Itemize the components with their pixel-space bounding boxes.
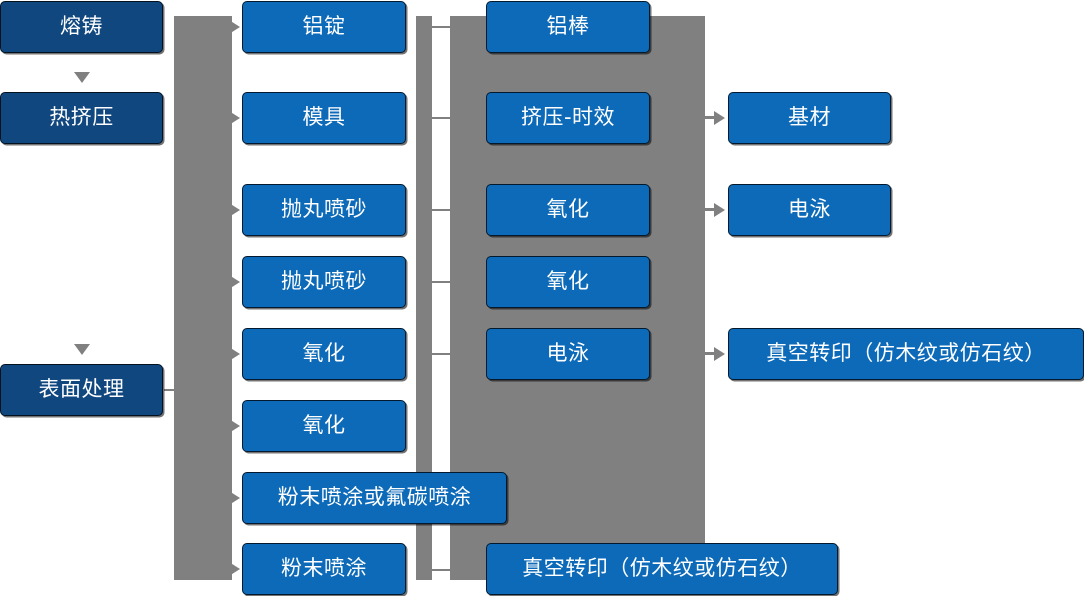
node-oxidation-col2-1[interactable]: 氧化 <box>242 328 406 380</box>
arrow-right-icon-to-substrate <box>714 111 725 125</box>
node-powder-or-fluorocarbon-coating[interactable]: 粉末喷涂或氟碳喷涂 <box>242 472 507 524</box>
arrow-right-icon-to-oxidation-col2-2 <box>229 419 240 433</box>
arrow-down-icon-extrusion-to-surface <box>74 344 90 355</box>
node-aluminum-bar[interactable]: 铝棒 <box>486 1 650 53</box>
connector-link-materials-4 <box>428 281 454 283</box>
arrow-right-icon-to-vacuum-transfer-output <box>714 347 725 361</box>
node-label: 真空转印（仿木纹或仿石纹） <box>522 556 802 581</box>
connector-link-materials-1 <box>428 26 454 28</box>
node-label: 电泳 <box>546 341 590 366</box>
connector-link-materials-5 <box>428 353 454 355</box>
connector-link-materials-3 <box>428 209 454 211</box>
node-surface-treatment[interactable]: 表面处理 <box>0 364 163 416</box>
node-label: 抛丸喷砂 <box>281 197 367 222</box>
node-label: 铝棒 <box>546 14 590 39</box>
node-shot-blasting-2[interactable]: 抛丸喷砂 <box>242 256 406 308</box>
node-vacuum-transfer-output[interactable]: 真空转印（仿木纹或仿石纹） <box>728 328 1084 380</box>
arrow-right-icon-to-oxidation-col2-1 <box>229 347 240 361</box>
node-shot-blasting-1[interactable]: 抛丸喷砂 <box>242 184 406 236</box>
node-electrophoresis-output[interactable]: 电泳 <box>728 184 891 236</box>
node-label: 电泳 <box>788 197 831 222</box>
node-electrophoresis-col3[interactable]: 电泳 <box>486 328 650 380</box>
node-label: 挤压-时效 <box>520 105 616 130</box>
node-oxidation-col2-2[interactable]: 氧化 <box>242 400 406 452</box>
node-label: 表面处理 <box>38 377 125 402</box>
node-powder-coating[interactable]: 粉末喷涂 <box>242 543 406 595</box>
node-hot-extrusion[interactable]: 热挤压 <box>0 92 163 144</box>
connector-stem-to-vacuum-transfer-output <box>705 352 717 355</box>
arrow-right-icon-to-shot-blasting-1 <box>229 203 240 217</box>
node-melting-casting[interactable]: 熔铸 <box>0 1 163 53</box>
node-oxidation-col3-1[interactable]: 氧化 <box>486 184 650 236</box>
node-mold[interactable]: 模具 <box>242 92 406 144</box>
connector-surface-treatment-stub <box>164 389 184 391</box>
arrow-right-icon-to-shot-blasting-2 <box>229 275 240 289</box>
node-label: 基材 <box>788 105 831 130</box>
node-aluminum-ingot[interactable]: 铝锭 <box>242 1 406 53</box>
node-label: 氧化 <box>546 269 590 294</box>
arrow-right-icon-to-aluminum-ingot <box>229 20 240 34</box>
arrow-right-icon-to-mold <box>229 111 240 125</box>
arrow-right-icon-to-powder-coating <box>229 562 240 576</box>
node-label: 氧化 <box>302 413 346 438</box>
connector-stem-to-electrophoresis-output <box>705 208 717 211</box>
node-substrate[interactable]: 基材 <box>728 92 891 144</box>
arrow-right-icon-to-powder-or-fluorocarbon-coating <box>229 491 240 505</box>
node-label: 熔铸 <box>60 14 103 39</box>
connector-bus-stages-to-materials <box>174 16 232 580</box>
node-vacuum-transfer-col3[interactable]: 真空转印（仿木纹或仿石纹） <box>486 543 838 595</box>
node-label: 铝锭 <box>302 14 346 39</box>
node-extrusion-aging[interactable]: 挤压-时效 <box>486 92 650 144</box>
node-label: 抛丸喷砂 <box>281 269 367 294</box>
connector-link-materials-2 <box>428 117 454 119</box>
connector-rail-materials-right <box>416 16 432 580</box>
node-label: 氧化 <box>546 197 590 222</box>
node-label: 模具 <box>302 105 346 130</box>
arrow-down-icon-melting-to-extrusion <box>74 72 90 83</box>
node-label: 粉末喷涂或氟碳喷涂 <box>277 485 472 510</box>
node-label: 氧化 <box>302 341 346 366</box>
connector-stem-to-substrate <box>705 116 717 119</box>
node-label: 热挤压 <box>49 105 114 130</box>
arrow-right-icon-to-electrophoresis-output <box>714 203 725 217</box>
connector-link-materials-8 <box>428 569 454 571</box>
node-label: 粉末喷涂 <box>281 556 367 581</box>
node-label: 真空转印（仿木纹或仿石纹） <box>766 341 1046 366</box>
node-oxidation-col3-2[interactable]: 氧化 <box>486 256 650 308</box>
